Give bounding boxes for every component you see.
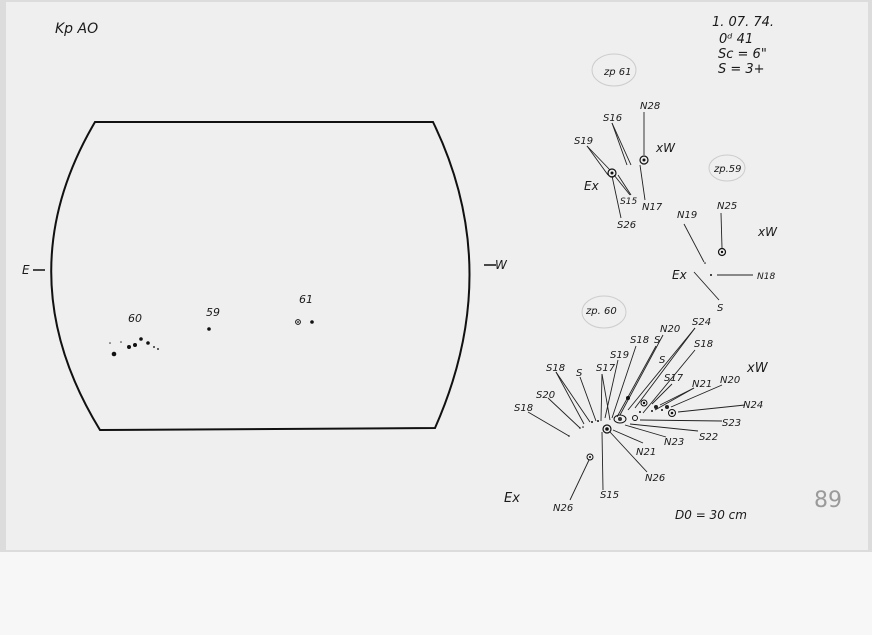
svg-text:S15: S15 bbox=[620, 197, 637, 207]
svg-text:S20: S20 bbox=[536, 390, 555, 401]
svg-text:S: S bbox=[576, 368, 583, 379]
group-60-detail: zp. 60 bbox=[504, 295, 769, 514]
svg-text:N28: N28 bbox=[640, 101, 660, 112]
bottom-strip bbox=[0, 552, 872, 635]
svg-text:zp.59: zp.59 bbox=[713, 164, 742, 175]
svg-text:N25: N25 bbox=[717, 201, 737, 212]
svg-text:S18: S18 bbox=[514, 403, 533, 414]
svg-text:N23: N23 bbox=[664, 437, 684, 448]
group-60-spots bbox=[568, 396, 676, 461]
svg-text:59: 59 bbox=[206, 306, 220, 319]
east-label: E bbox=[22, 263, 30, 277]
disk-diameter: D0 = 30 cm bbox=[675, 508, 747, 522]
svg-text:xW: xW bbox=[746, 361, 769, 376]
svg-text:N21: N21 bbox=[636, 447, 656, 458]
svg-text:S17: S17 bbox=[664, 373, 684, 384]
svg-text:S18: S18 bbox=[694, 339, 713, 350]
svg-text:N24: N24 bbox=[743, 400, 763, 411]
svg-text:S: S bbox=[717, 303, 724, 314]
svg-text:Ex: Ex bbox=[504, 491, 520, 506]
svg-text:S23: S23 bbox=[722, 418, 741, 429]
sheet-title: Kp AO bbox=[55, 21, 98, 37]
svg-text:zp. 60: zp. 60 bbox=[585, 306, 617, 317]
group-59-detail: zp.59 N19 N25 xW Ex N18 S bbox=[672, 154, 778, 314]
disk-group-59: 59 bbox=[206, 306, 220, 331]
svg-text:xW: xW bbox=[655, 141, 676, 155]
svg-text:S19: S19 bbox=[610, 350, 629, 361]
svg-text:S18: S18 bbox=[546, 363, 565, 374]
paper bbox=[6, 2, 868, 550]
svg-text:zp 61: zp 61 bbox=[603, 67, 632, 78]
svg-text:N26: N26 bbox=[645, 473, 665, 484]
svg-text:Ex: Ex bbox=[584, 179, 600, 193]
svg-text:0ᵈ 41: 0ᵈ 41 bbox=[719, 32, 753, 47]
svg-text:S22: S22 bbox=[699, 432, 718, 443]
svg-text:S26: S26 bbox=[617, 220, 636, 231]
svg-text:S19: S19 bbox=[574, 136, 593, 147]
svg-text:N20: N20 bbox=[720, 375, 740, 386]
svg-text:N17: N17 bbox=[642, 202, 663, 213]
svg-text:N21: N21 bbox=[692, 379, 712, 390]
svg-text:60: 60 bbox=[128, 312, 142, 325]
svg-text:N18: N18 bbox=[757, 272, 775, 282]
svg-text:N19: N19 bbox=[677, 210, 697, 221]
svg-text:S16: S16 bbox=[603, 113, 622, 124]
svg-text:1. 07. 74.: 1. 07. 74. bbox=[712, 15, 774, 30]
disk-group-61: 61 bbox=[295, 293, 314, 325]
svg-text:N20: N20 bbox=[660, 324, 680, 335]
svg-text:S24: S24 bbox=[692, 317, 711, 328]
svg-text:61: 61 bbox=[299, 293, 313, 306]
observation-header: 1. 07. 74. 0ᵈ 41 Sc = 6" S = 3+ bbox=[712, 15, 774, 77]
svg-text:S15: S15 bbox=[600, 490, 619, 501]
page-number: 89 bbox=[814, 488, 842, 513]
west-label: W bbox=[495, 258, 508, 272]
svg-text:xW: xW bbox=[757, 225, 778, 239]
disk-group-60: 60 bbox=[109, 312, 159, 357]
svg-text:S: S bbox=[654, 335, 661, 346]
svg-text:Sc = 6": Sc = 6" bbox=[718, 47, 767, 62]
group-61-detail: zp 61 S16 N28 S19 xW Ex S15 N17 S26 bbox=[574, 53, 676, 231]
solar-disk-outline bbox=[50, 121, 471, 432]
svg-text:N26: N26 bbox=[553, 503, 573, 514]
svg-text:S: S bbox=[659, 355, 666, 366]
svg-text:Ex: Ex bbox=[672, 268, 688, 282]
svg-text:S17: S17 bbox=[596, 363, 616, 374]
svg-text:S = 3+: S = 3+ bbox=[718, 62, 765, 77]
svg-text:S18: S18 bbox=[630, 335, 649, 346]
